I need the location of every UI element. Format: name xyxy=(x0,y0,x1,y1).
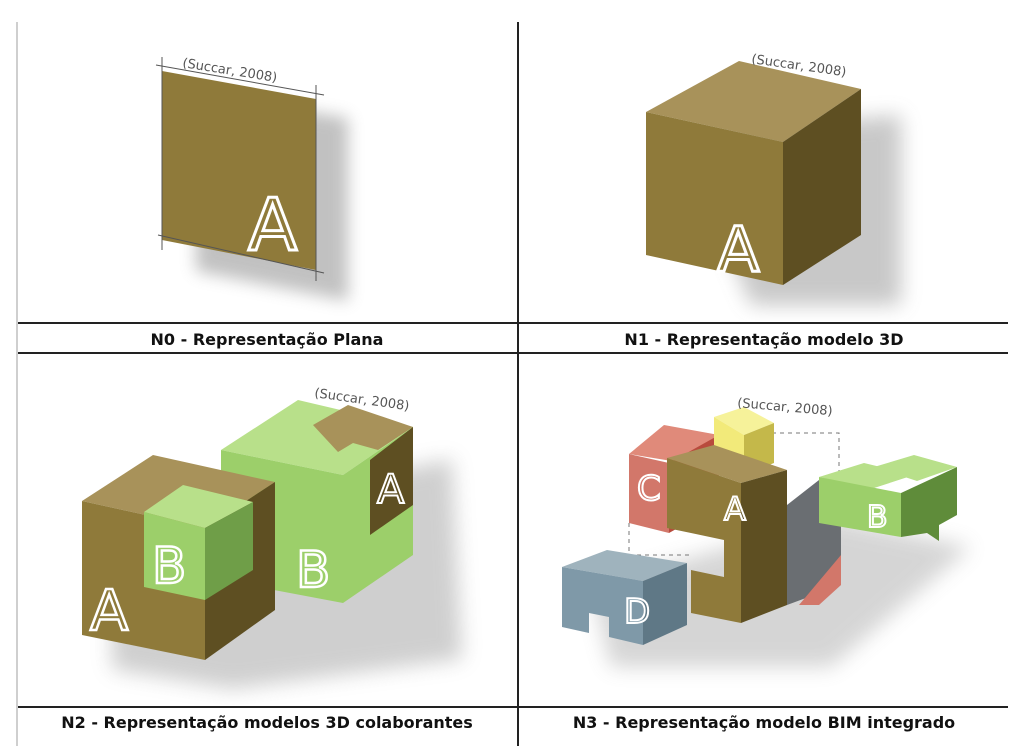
cube-front xyxy=(646,112,783,285)
panel-n1-letter-a: A xyxy=(717,213,759,286)
panel-n3-illustration: C A B D (Succar, 2008) xyxy=(562,396,971,667)
cube-top xyxy=(646,61,861,142)
caption-top-line-upper xyxy=(18,322,1008,324)
caption-top-line-lower xyxy=(18,706,1008,708)
vertical-divider xyxy=(517,22,519,746)
caption-n2: N2 - Representação modelos 3D colaborant… xyxy=(61,713,473,732)
panel-n0-letter-a: A xyxy=(248,183,297,267)
panel-n2-letter-b2: B xyxy=(296,541,330,599)
panel-n2-illustration: B A B A (Succar, 2008) xyxy=(82,386,462,689)
caption-n3: N3 - Representação modelo BIM integrado xyxy=(572,713,956,732)
cube-side xyxy=(783,89,861,285)
panel-n3-letter-c: C xyxy=(637,469,661,509)
panel-n3-letter-d: D xyxy=(624,592,650,632)
panel-n1-illustration: (Succar, 2008) A xyxy=(646,52,901,305)
panel-n2-letter-a1: A xyxy=(90,579,128,644)
outer-left-border xyxy=(16,22,18,746)
caption-n1: N1 - Representação modelo 3D xyxy=(624,330,904,349)
caption-n0: N0 - Representação Plana xyxy=(150,330,384,349)
panel-n2-letter-b1: B xyxy=(152,537,186,595)
panel-n3-letter-a: A xyxy=(724,490,746,528)
panel-n2-letter-a2: A xyxy=(377,467,405,513)
panel-n0-illustration: (Succar, 2008) A xyxy=(155,56,348,301)
flat-plane-a xyxy=(162,71,316,270)
caption-bottom-line-upper xyxy=(18,352,1008,354)
panel-n3-letter-b: B xyxy=(867,500,888,535)
